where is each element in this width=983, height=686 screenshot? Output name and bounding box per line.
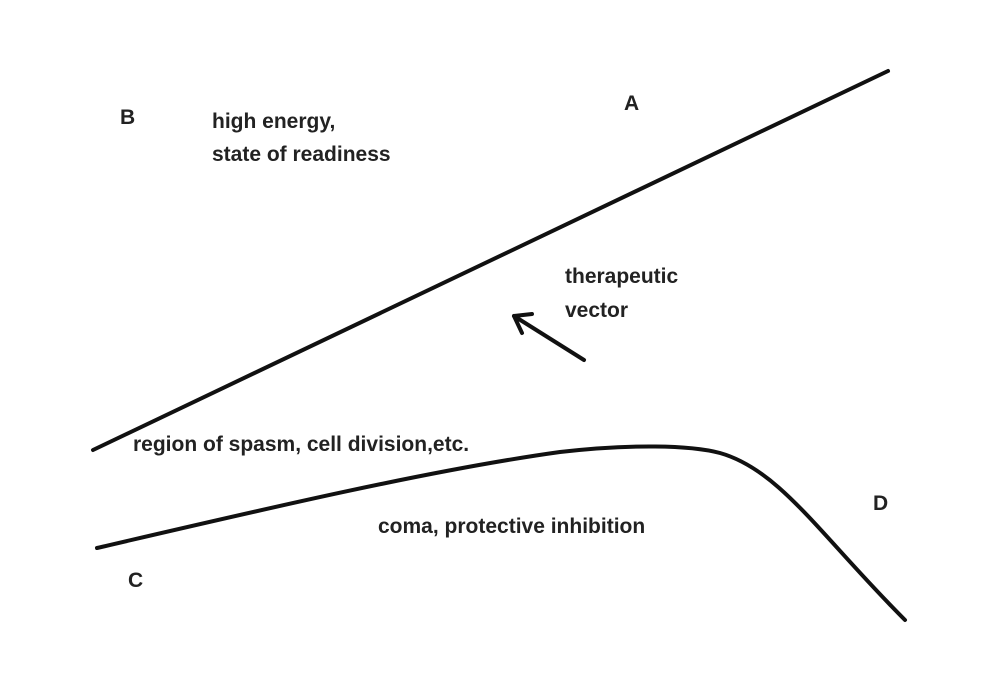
label-d: D [873, 492, 888, 515]
spasm-region-label: region of spasm, cell division,etc. [133, 433, 469, 456]
label-c: C [128, 569, 143, 592]
lower-boundary-curve [95, 444, 907, 622]
coma-region-label: coma, protective inhibition [378, 515, 645, 538]
therapeutic-arrow-icon [512, 312, 586, 362]
high-energy-label-line1: high energy, [212, 110, 335, 133]
therapeutic-label-line1: therapeutic [565, 265, 679, 288]
high-energy-label-line2: state of readiness [212, 143, 391, 166]
upper-boundary-line [91, 69, 890, 452]
therapeutic-label-line2: vector [565, 299, 628, 322]
label-a: A [624, 92, 639, 115]
label-b: B [120, 106, 135, 129]
